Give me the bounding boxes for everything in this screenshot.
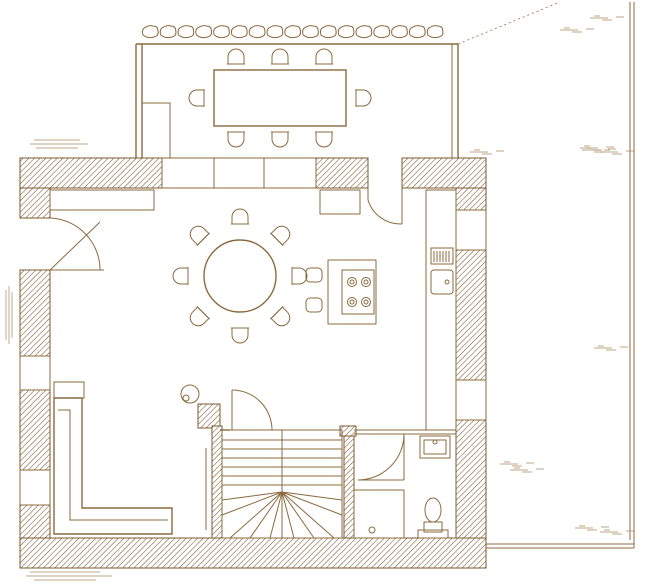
kitchen-island — [305, 259, 377, 325]
stair-door — [231, 389, 273, 431]
grass-tuft — [510, 467, 544, 473]
chair-icon — [271, 131, 289, 148]
interior-walls — [197, 403, 456, 539]
chair-icon — [270, 225, 291, 246]
sofa — [53, 381, 173, 535]
shrub-icon — [177, 25, 195, 39]
shrub-icon — [302, 25, 319, 39]
shrub-icon — [391, 25, 408, 39]
round-dining-table — [172, 208, 308, 344]
shrub-icon — [426, 25, 444, 39]
shrub-icon — [230, 25, 248, 39]
burner-icon — [361, 277, 371, 287]
sideboard — [49, 189, 155, 211]
shrub-icon — [337, 25, 355, 39]
windows — [19, 157, 487, 506]
left-threshold-marks — [5, 139, 112, 581]
terrace-outline — [135, 43, 459, 159]
exterior-walls — [19, 157, 487, 569]
grass-tuft — [582, 147, 616, 153]
chair-icon — [189, 306, 210, 327]
outdoor-chairs — [188, 48, 372, 148]
burner-icon — [347, 297, 357, 307]
shrub-icon — [195, 25, 213, 39]
shrub-icon — [141, 25, 159, 39]
shrub-icon — [159, 25, 177, 39]
chair-icon — [315, 48, 333, 65]
chair-icon — [291, 267, 308, 285]
burner-icon — [347, 277, 357, 287]
property-boundary — [457, 1, 635, 549]
chair-icon — [172, 267, 189, 285]
chair-icon — [227, 48, 245, 65]
grass-tuft — [580, 145, 614, 151]
chair-icon — [188, 89, 205, 107]
grass-tuft — [560, 27, 594, 33]
shrub-icon — [266, 25, 284, 39]
kitchen-door — [367, 188, 403, 225]
grass-tuft — [600, 149, 634, 155]
chair-icon — [231, 208, 249, 225]
entry-door — [49, 217, 104, 271]
hedge-shrubs — [141, 25, 444, 39]
round-chairs — [172, 208, 308, 344]
shrub-icon — [248, 25, 266, 39]
shrub-icon — [373, 25, 391, 39]
chair-icon — [315, 131, 333, 148]
chair-icon — [231, 327, 249, 344]
grass-tuft — [590, 15, 624, 21]
kitchen-counter — [425, 189, 457, 431]
chair-icon — [271, 48, 289, 65]
grass-tuft — [500, 461, 534, 467]
bathroom — [353, 433, 451, 539]
floor-lamp-icon — [180, 384, 200, 404]
burner-icon — [361, 297, 371, 307]
kitchen-cabinet — [319, 189, 361, 215]
chair-icon — [227, 131, 245, 148]
kitchen-sink — [430, 269, 454, 295]
grass-tuft — [594, 345, 628, 351]
shrub-icon — [355, 25, 373, 39]
staircase — [221, 429, 343, 539]
cooktop-burners — [347, 277, 371, 307]
grass-tuft — [575, 525, 609, 531]
outdoor-dining-table — [188, 48, 372, 148]
shrub-icon — [284, 25, 302, 39]
grass-tuft — [470, 149, 504, 155]
washbasin — [419, 435, 451, 459]
shrub-icon — [213, 25, 230, 39]
chair-icon — [270, 306, 291, 327]
chair-icon — [355, 89, 372, 107]
grass-tuft — [600, 529, 634, 535]
toilet-icon — [417, 497, 449, 539]
shrub-icon — [319, 25, 337, 39]
grass-marks — [470, 15, 634, 535]
shrub-icon — [408, 25, 426, 39]
chair-icon — [189, 225, 210, 246]
